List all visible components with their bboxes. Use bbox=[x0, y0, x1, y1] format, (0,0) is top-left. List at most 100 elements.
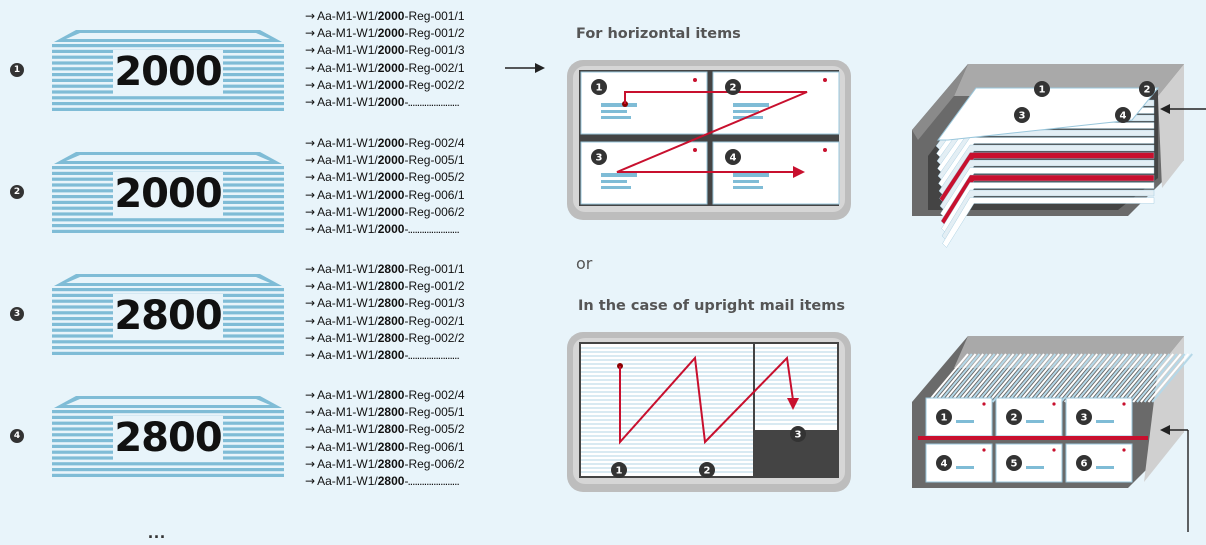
code-list-item: →Aa-M1-W1/2800-Reg-002/4 bbox=[305, 387, 495, 404]
code-list-item: →Aa-M1-W1/2000-Reg-005/1 bbox=[305, 152, 495, 169]
code-suffix: -Reg-001/2 bbox=[404, 279, 465, 294]
upright-pile bbox=[755, 344, 837, 430]
box-position-badge: 5 bbox=[1006, 455, 1022, 471]
code-prefix: Aa-M1-W1/ bbox=[317, 170, 378, 185]
code-prefix: Aa-M1-W1/ bbox=[317, 77, 378, 92]
stack-badge: 4 bbox=[10, 429, 24, 443]
arrow-right-icon: → bbox=[305, 77, 316, 92]
badge-label: 5 bbox=[1011, 459, 1018, 470]
code-number: 2800 bbox=[377, 313, 405, 328]
badge-label: 3 bbox=[1081, 413, 1088, 424]
arrow-right-icon: → bbox=[305, 262, 316, 276]
badge-label: 2 bbox=[1144, 85, 1151, 96]
code-suffix: -Reg-001/2 bbox=[404, 26, 465, 41]
tray-position-badge: 3 bbox=[790, 426, 806, 442]
code-number: 2800 bbox=[377, 422, 405, 437]
arrow-right-icon: → bbox=[305, 94, 316, 109]
code-number: 2800 bbox=[377, 296, 405, 311]
code-list: →Aa-M1-W1/2800-Reg-001/1→Aa-M1-W1/2800-R… bbox=[305, 261, 495, 364]
code-prefix: Aa-M1-W1/ bbox=[317, 26, 378, 41]
arrow-right-icon: → bbox=[305, 330, 316, 345]
upright-letter bbox=[995, 397, 1063, 437]
code-number: 2800 bbox=[377, 473, 405, 488]
stack-badge: 3 bbox=[10, 307, 24, 321]
code-number: 2000 bbox=[377, 204, 405, 219]
code-prefix: Aa-M1-W1/ bbox=[317, 262, 378, 276]
arrow-right-icon: → bbox=[305, 388, 316, 402]
code-number: 2800 bbox=[377, 439, 405, 454]
code-number: 2800 bbox=[377, 405, 405, 420]
more-stacks-ellipsis: ... bbox=[148, 522, 167, 542]
box-position-badge: 2 bbox=[1139, 81, 1155, 97]
code-suffix: -Reg-006/1 bbox=[404, 187, 465, 202]
code-list-item: →Aa-M1-W1/2000-Reg-002/1 bbox=[305, 60, 495, 77]
code-suffix: -Reg-001/3 bbox=[404, 296, 465, 311]
badge-label: 4 bbox=[941, 459, 948, 470]
arrow-right-icon: → bbox=[305, 422, 316, 437]
arrow-right-icon: → bbox=[305, 9, 316, 23]
code-suffix: -...................... bbox=[404, 347, 459, 362]
box-position-badge: 1 bbox=[1034, 81, 1050, 97]
upright-storage-box: 1 2 3 4 5 6 bbox=[912, 336, 1193, 488]
code-list: →Aa-M1-W1/2800-Reg-002/4→Aa-M1-W1/2800-R… bbox=[305, 387, 495, 490]
upright-box-arrow bbox=[1160, 425, 1189, 532]
badge-label: 2 bbox=[1011, 413, 1018, 424]
badge-label: 4 bbox=[730, 153, 737, 164]
badge-label: 6 bbox=[1081, 459, 1088, 470]
code-prefix: Aa-M1-W1/ bbox=[317, 136, 378, 150]
code-list-item: →Aa-M1-W1/2000-Reg-005/2 bbox=[305, 169, 495, 186]
letter-stack: 2000 bbox=[48, 152, 288, 236]
code-list-item: →Aa-M1-W1/2800-Reg-001/1 bbox=[305, 261, 495, 278]
upright-letter bbox=[1065, 443, 1133, 483]
to-tray-arrow bbox=[505, 63, 545, 73]
stack-badge: 1 bbox=[10, 63, 24, 77]
code-suffix: -Reg-005/2 bbox=[404, 170, 465, 185]
code-list-item: →Aa-M1-W1/2800-Reg-002/1 bbox=[305, 313, 495, 330]
badge-label: 2 bbox=[730, 83, 737, 94]
code-prefix: Aa-M1-W1/ bbox=[317, 296, 378, 311]
arrow-right-icon: → bbox=[305, 313, 316, 328]
arrow-right-icon: → bbox=[305, 439, 316, 454]
code-number: 2000 bbox=[377, 153, 405, 168]
tray-position-badge: 1 bbox=[611, 462, 627, 478]
code-number: 2800 bbox=[377, 262, 405, 276]
stack-badge: 2 bbox=[10, 185, 24, 199]
code-suffix: -Reg-006/2 bbox=[404, 456, 465, 471]
arrow-right-icon: → bbox=[305, 187, 316, 202]
code-list-item: →Aa-M1-W1/2800-Reg-001/3 bbox=[305, 295, 495, 312]
code-list-item: →Aa-M1-W1/2000-Reg-001/2 bbox=[305, 25, 495, 42]
box-position-badge: 1 bbox=[936, 409, 952, 425]
code-prefix: Aa-M1-W1/ bbox=[317, 204, 378, 219]
code-suffix: -Reg-006/2 bbox=[404, 204, 465, 219]
badge-label: 1 bbox=[616, 466, 623, 477]
code-list-item: →Aa-M1-W1/2800-...................... bbox=[305, 347, 495, 364]
badge-label: 2 bbox=[704, 466, 711, 477]
code-suffix: -...................... bbox=[404, 221, 459, 236]
code-number: 2000 bbox=[377, 9, 405, 23]
code-number: 2000 bbox=[377, 170, 405, 185]
code-number: 2000 bbox=[377, 43, 405, 58]
arrow-right-icon: → bbox=[305, 136, 316, 150]
upright-letter bbox=[1065, 397, 1133, 437]
code-prefix: Aa-M1-W1/ bbox=[317, 422, 378, 437]
code-number: 2000 bbox=[377, 26, 405, 41]
code-number: 2800 bbox=[377, 347, 405, 362]
code-prefix: Aa-M1-W1/ bbox=[317, 9, 378, 23]
code-list-item: →Aa-M1-W1/2000-...................... bbox=[305, 94, 495, 111]
code-number: 2800 bbox=[377, 279, 405, 294]
code-prefix: Aa-M1-W1/ bbox=[317, 330, 378, 345]
sorting-path bbox=[616, 91, 808, 173]
code-list-item: →Aa-M1-W1/2000-Reg-002/2 bbox=[305, 77, 495, 94]
badge-label: 1 bbox=[1039, 85, 1046, 96]
code-prefix: Aa-M1-W1/ bbox=[317, 60, 378, 75]
box-position-badge: 4 bbox=[1115, 107, 1131, 123]
code-number: 2000 bbox=[377, 94, 405, 109]
code-list-item: →Aa-M1-W1/2000-Reg-001/3 bbox=[305, 42, 495, 59]
arrow-right-icon: → bbox=[305, 279, 316, 294]
badge-label: 3 bbox=[795, 430, 802, 441]
code-suffix: -Reg-001/3 bbox=[404, 43, 465, 58]
tray-position-badge: 3 bbox=[591, 149, 607, 165]
code-prefix: Aa-M1-W1/ bbox=[317, 279, 378, 294]
code-list-item: →Aa-M1-W1/2800-Reg-006/1 bbox=[305, 439, 495, 456]
code-list-item: →Aa-M1-W1/2000-Reg-001/1 bbox=[305, 8, 495, 25]
